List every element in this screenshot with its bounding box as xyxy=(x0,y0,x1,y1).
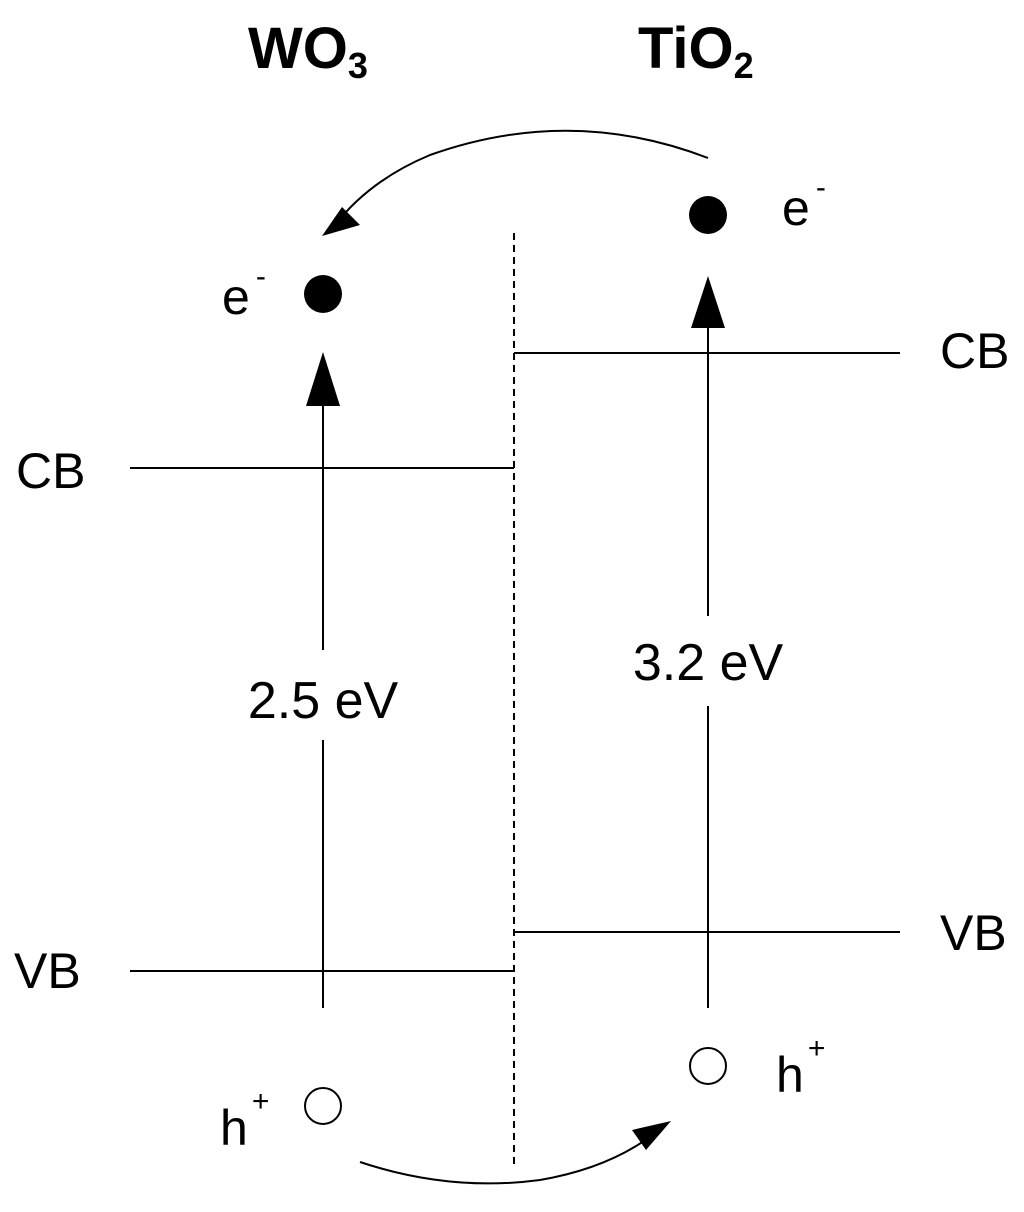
electron-transfer-curve xyxy=(334,129,709,226)
left-material-title: WO3 xyxy=(248,16,368,86)
right-electron-symbol: e xyxy=(782,180,810,236)
left-hole-symbol: h xyxy=(220,1100,248,1156)
left-band-gap-label: 2.5 eV xyxy=(248,672,399,730)
right-electron xyxy=(689,196,727,234)
left-material-name: WO xyxy=(248,16,348,81)
right-hole-label: h+ xyxy=(776,1032,825,1103)
right-material-title: TiO2 xyxy=(638,16,754,86)
left-electron xyxy=(304,275,342,313)
left-hole xyxy=(304,1087,342,1125)
right-vb-label: VB xyxy=(940,905,1007,961)
electron-transfer-arrowhead xyxy=(322,207,360,236)
right-cb-label: CB xyxy=(940,323,1009,379)
right-electron-charge: - xyxy=(816,171,826,204)
left-vb-label: VB xyxy=(14,943,81,999)
left-material-subscript: 3 xyxy=(348,45,368,86)
right-excitation-arrowhead xyxy=(691,276,725,328)
left-electron-symbol: e xyxy=(222,269,250,325)
hole-transfer-arrowhead xyxy=(632,1121,671,1150)
left-electron-label: e- xyxy=(222,260,266,325)
left-hole-label: h+ xyxy=(220,1085,269,1156)
left-hole-charge: + xyxy=(252,1085,270,1118)
right-hole-charge: + xyxy=(808,1032,826,1065)
right-band-gap-label: 3.2 eV xyxy=(633,634,784,692)
left-cb-label: CB xyxy=(16,443,85,499)
left-electron-charge: - xyxy=(256,260,266,293)
left-excitation-arrowhead xyxy=(306,352,340,406)
right-hole xyxy=(689,1047,727,1085)
right-electron-label: e- xyxy=(782,171,826,236)
right-material-name: TiO xyxy=(638,16,734,81)
right-material-subscript: 2 xyxy=(734,45,754,86)
right-hole-symbol: h xyxy=(776,1047,804,1103)
hole-transfer-curve xyxy=(359,1132,656,1185)
